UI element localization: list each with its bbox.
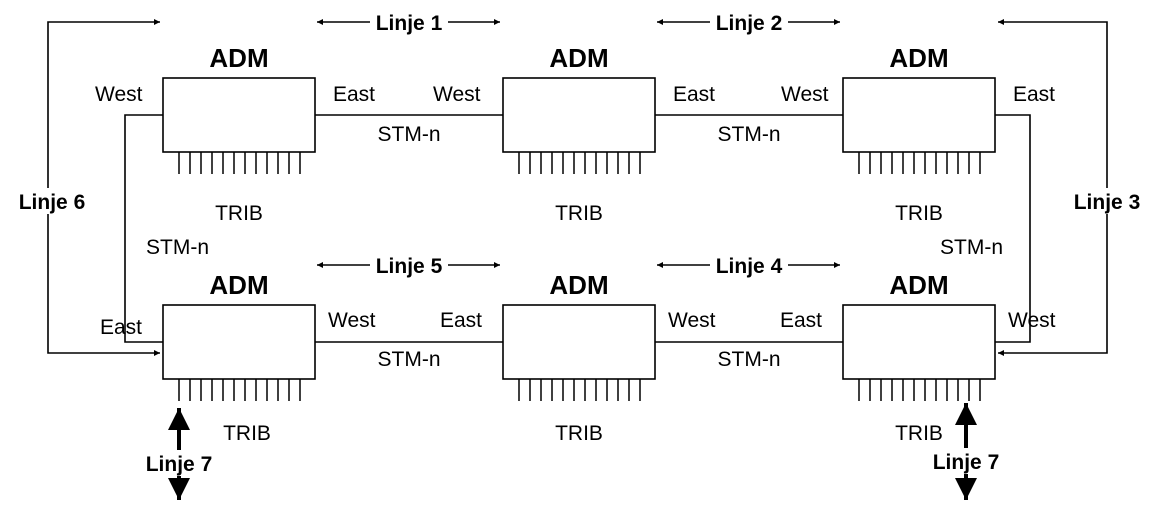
link-right-vertical <box>995 114 1031 343</box>
linje-2-label: Linje 2 <box>716 12 783 35</box>
adm-node-bottom-right: ADM <box>842 270 996 380</box>
adm-node-top-middle: ADM <box>502 43 656 153</box>
adm-title: ADM <box>889 270 948 300</box>
adm-title: ADM <box>889 43 948 73</box>
linje-5-arrow: Linje 5 <box>317 253 500 278</box>
west-label: West <box>328 309 376 332</box>
linje-7-arrow-left: Linje 7 <box>140 408 220 500</box>
linje-4-arrow: Linje 4 <box>657 253 840 278</box>
linje-6-label: Linje 6 <box>19 191 86 214</box>
stm-n-label: STM-n <box>718 123 781 146</box>
trib-label: TRIB <box>895 422 943 445</box>
west-label: West <box>781 83 829 106</box>
linje-3-arrow: Linje 3 <box>998 19 1148 356</box>
west-label: West <box>433 83 481 106</box>
linje-2-arrow: Linje 2 <box>657 10 840 35</box>
west-label: West <box>668 309 716 332</box>
adm-title: ADM <box>549 270 608 300</box>
adm-node-bottom-middle: ADM <box>502 270 656 380</box>
trib-label: TRIB <box>555 202 603 225</box>
adm-node-top-right: ADM <box>842 43 996 153</box>
east-label: East <box>333 83 375 106</box>
adm-title: ADM <box>209 43 268 73</box>
trib-label: TRIB <box>895 202 943 225</box>
west-label: West <box>1008 309 1056 332</box>
west-label: West <box>95 83 143 106</box>
east-label: East <box>1013 83 1055 106</box>
trib-label: TRIB <box>555 422 603 445</box>
linje-7-arrow-right: Linje 7 <box>926 403 1006 500</box>
linje-6-arrow: Linje 6 <box>10 19 160 356</box>
east-label: East <box>673 83 715 106</box>
adm-node-bottom-left: ADM <box>162 270 316 380</box>
linje-4-label: Linje 4 <box>716 255 783 278</box>
east-label: East <box>100 316 142 339</box>
linje-1-label: Linje 1 <box>376 12 443 35</box>
link-left-vertical <box>124 114 163 343</box>
trib-label: TRIB <box>223 422 271 445</box>
east-label: East <box>780 309 822 332</box>
stm-links <box>124 114 1031 343</box>
stm-n-label: STM-n <box>718 348 781 371</box>
adm-node-top-left: ADM <box>162 43 316 153</box>
east-label: East <box>440 309 482 332</box>
stm-n-label: STM-n <box>378 123 441 146</box>
stm-n-label: STM-n <box>146 236 209 259</box>
linje-3-label: Linje 3 <box>1074 191 1141 214</box>
trib-label: TRIB <box>215 202 263 225</box>
adm-title: ADM <box>549 43 608 73</box>
linje-5-label: Linje 5 <box>376 255 443 278</box>
stm-n-label: STM-n <box>940 236 1003 259</box>
stm-n-label: STM-n <box>378 348 441 371</box>
adm-title: ADM <box>209 270 268 300</box>
linje-1-arrow: Linje 1 <box>317 10 500 35</box>
linje-7-label: Linje 7 <box>933 451 1000 474</box>
linje-7-label: Linje 7 <box>146 453 213 476</box>
tributary-ports <box>178 152 981 401</box>
